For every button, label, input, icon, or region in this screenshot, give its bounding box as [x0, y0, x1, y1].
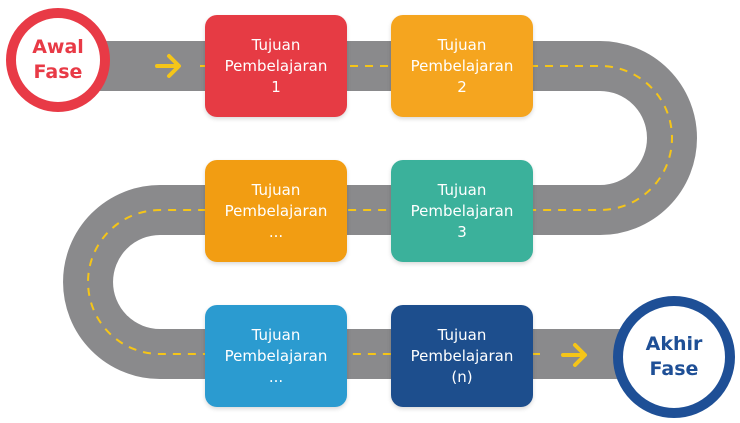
road-centerline [87, 65, 673, 355]
step-6-line2: Pembelajaran [410, 346, 514, 365]
step-6-line1: Tujuan [437, 325, 487, 344]
start-arrow-icon [155, 54, 181, 78]
step-box-3: Tujuan Pembelajaran 3 [391, 160, 533, 262]
step-2-line1: Tujuan [437, 35, 487, 54]
step-2-line2: Pembelajaran [410, 56, 514, 75]
step-5-line3: ... [268, 367, 284, 386]
step-4-line1: Tujuan [251, 180, 301, 199]
start-line2: Fase [33, 61, 83, 83]
step-4-line3: ... [268, 222, 284, 241]
step-box-5: Tujuan Pembelajaran ... [205, 305, 347, 407]
end-line1: Akhir [645, 333, 703, 355]
step-6-line3: (n) [451, 367, 473, 386]
step-box-2: Tujuan Pembelajaran 2 [391, 15, 533, 117]
step-box-6: Tujuan Pembelajaran (n) [391, 305, 533, 407]
step-box-1: Tujuan Pembelajaran 1 [205, 15, 347, 117]
step-1-line2: Pembelajaran [224, 56, 328, 75]
step-4-line2: Pembelajaran [224, 201, 328, 220]
step-1-line3: 1 [271, 77, 281, 96]
step-3-line1: Tujuan [437, 180, 487, 199]
end-arrow-icon [561, 343, 587, 367]
end-circle: Akhir Fase [613, 296, 735, 418]
step-3-line3: 3 [457, 222, 467, 241]
step-2-line3: 2 [457, 77, 467, 96]
step-5-line2: Pembelajaran [224, 346, 328, 365]
start-circle: Awal Fase [6, 8, 110, 112]
step-5-line1: Tujuan [251, 325, 301, 344]
step-1-line1: Tujuan [251, 35, 301, 54]
start-line1: Awal [32, 36, 84, 58]
step-3-line2: Pembelajaran [410, 201, 514, 220]
end-line2: Fase [649, 358, 699, 380]
step-box-4: Tujuan Pembelajaran ... [205, 160, 347, 262]
